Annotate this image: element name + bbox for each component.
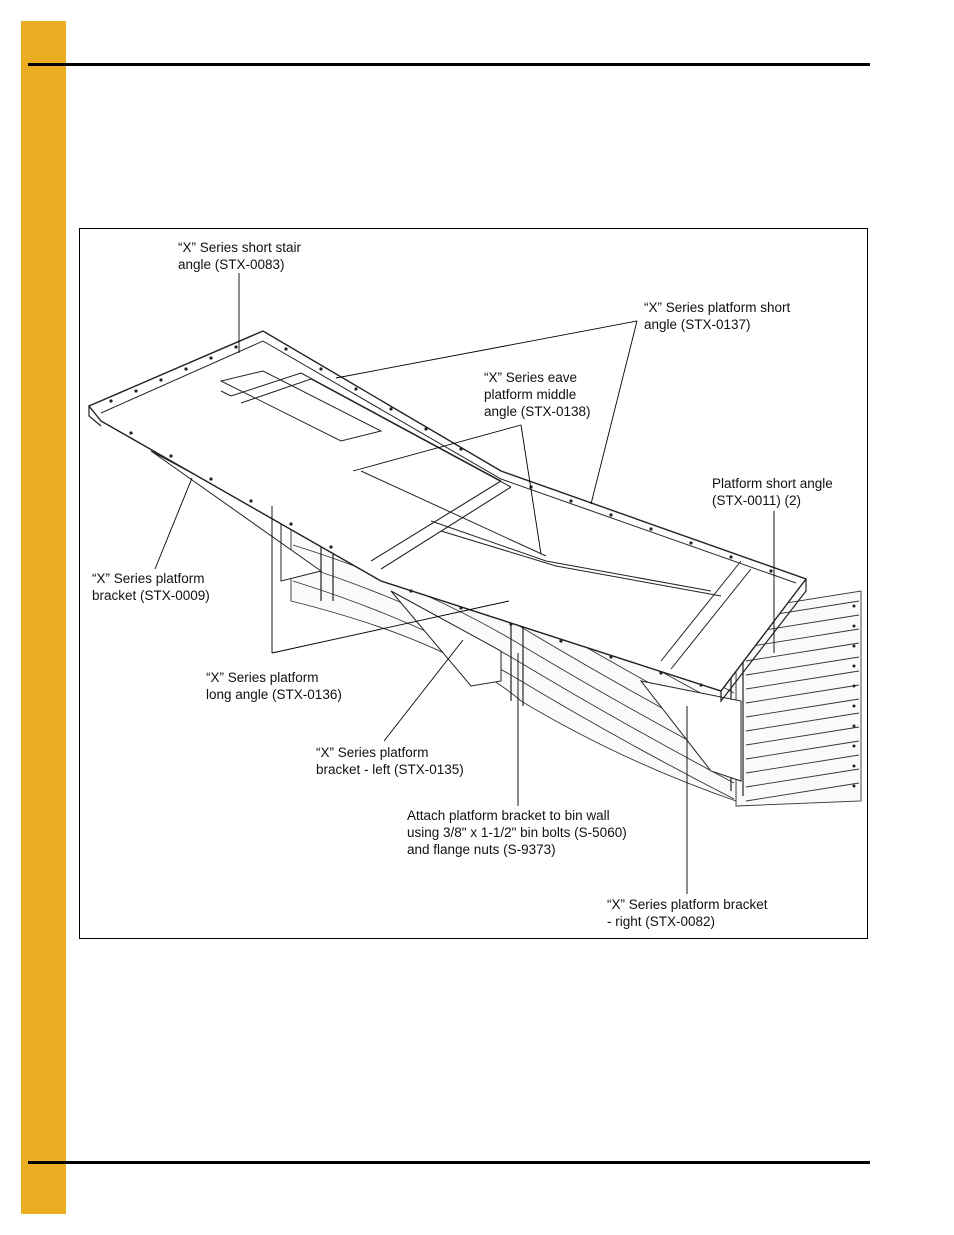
figure-frame: “X” Series short stair angle (STX-0083) … xyxy=(79,228,868,939)
callout-line: angle (STX-0138) xyxy=(484,404,591,419)
callout-line: and flange nuts (S-9373) xyxy=(407,842,556,857)
callout-line: “X” Series platform xyxy=(206,670,319,685)
callout-line: using 3/8" x 1-1/2" bin bolts (S-5060) xyxy=(407,825,627,840)
callout-line: angle (STX-0137) xyxy=(644,317,751,332)
callout-line: angle (STX-0083) xyxy=(178,257,285,272)
callout-stx-0082: “X” Series platform bracket - right (STX… xyxy=(607,896,768,930)
callout-stx-0136: “X” Series platform long angle (STX-0136… xyxy=(206,669,342,703)
callout-line: Platform short angle xyxy=(712,476,833,491)
callout-stx-0135: “X” Series platform bracket - left (STX-… xyxy=(316,744,464,778)
callout-stx-0009: “X” Series platform bracket (STX-0009) xyxy=(92,570,210,604)
callout-line: “X” Series platform bracket xyxy=(607,897,768,912)
callout-line: - right (STX-0082) xyxy=(607,914,716,929)
callout-stx-0137: “X” Series platform short angle (STX-013… xyxy=(644,299,790,333)
callout-line: long angle (STX-0136) xyxy=(206,687,342,702)
callout-line: (STX-0011) (2) xyxy=(712,493,802,508)
footer-rule xyxy=(28,1161,870,1164)
bin-wall-right xyxy=(735,590,862,807)
bracket-stx-0082 xyxy=(639,680,742,782)
callout-line: “X” Series short stair xyxy=(178,240,302,255)
callout-line: “X” Series eave xyxy=(484,370,578,385)
callout-stx-0011: Platform short angle (STX-0011) (2) xyxy=(712,475,833,509)
platform-assembly-drawing xyxy=(87,273,862,894)
callout-line: bracket (STX-0009) xyxy=(92,588,210,603)
callout-line: “X” Series platform short xyxy=(644,300,791,315)
callout-bin-bolts: Attach platform bracket to bin wall usin… xyxy=(407,807,627,858)
callout-line: bracket - left (STX-0135) xyxy=(316,762,464,777)
callout-line: platform middle xyxy=(484,387,577,402)
callout-stx-0138: “X” Series eave platform middle angle (S… xyxy=(484,369,591,420)
side-color-tab xyxy=(21,21,66,1214)
callout-line: “X” Series platform xyxy=(92,571,205,586)
header-rule xyxy=(28,63,870,66)
bracket-stx-0135 xyxy=(390,590,502,687)
leader-lines xyxy=(154,273,775,894)
callout-line: “X” Series platform xyxy=(316,745,429,760)
callout-stx-0083: “X” Series short stair angle (STX-0083) xyxy=(178,239,301,273)
callout-line: Attach platform bracket to bin wall xyxy=(407,808,610,823)
